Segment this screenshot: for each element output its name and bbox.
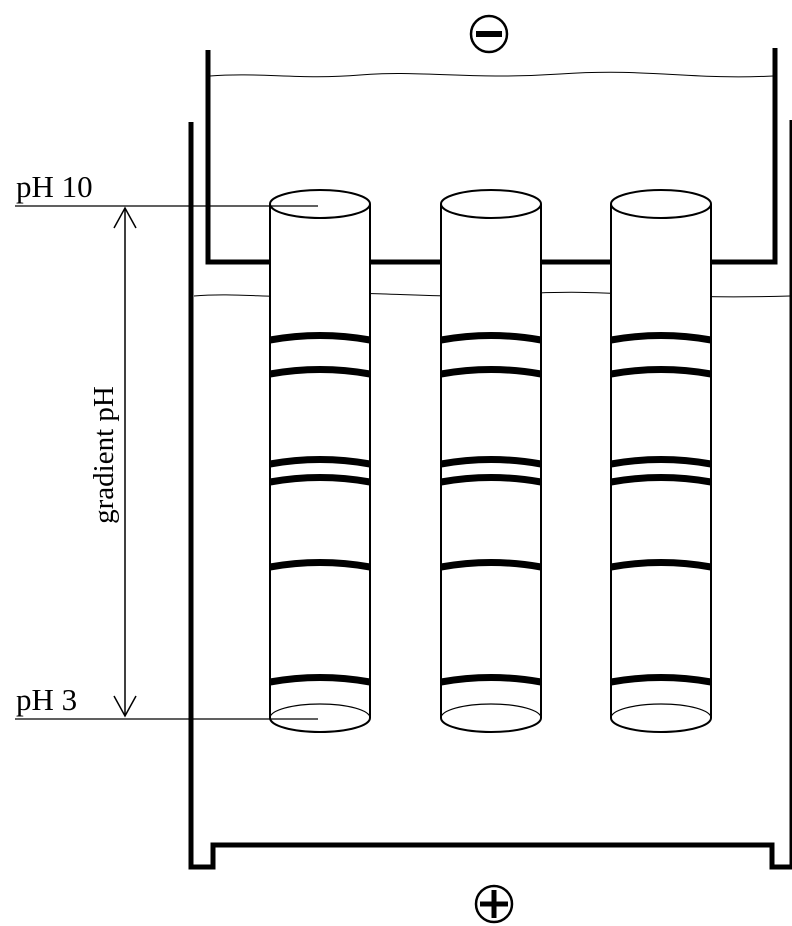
protein-band bbox=[269, 474, 371, 486]
tube-bottom-back-arc bbox=[269, 703, 371, 719]
protein-band bbox=[269, 366, 371, 378]
protein-band bbox=[440, 456, 542, 468]
tube-bottom-front-arc bbox=[440, 717, 542, 733]
gel-tube bbox=[610, 189, 712, 733]
minus-circle-icon bbox=[469, 14, 509, 54]
gel-tube bbox=[269, 189, 371, 733]
protein-band bbox=[440, 474, 542, 486]
protein-band bbox=[440, 366, 542, 378]
plus-circle-icon bbox=[474, 884, 514, 924]
ph-bottom-label: pH 3 bbox=[16, 682, 77, 717]
protein-band bbox=[610, 559, 712, 571]
gel-tube bbox=[440, 189, 542, 733]
ph-top-label: pH 10 bbox=[16, 169, 93, 204]
protein-band bbox=[440, 674, 542, 686]
gradient-ph-label: gradient pH bbox=[88, 386, 120, 524]
tube-bottom-front-arc bbox=[269, 717, 371, 733]
protein-band bbox=[269, 456, 371, 468]
tube-bottom-back-arc bbox=[440, 703, 542, 719]
protein-band bbox=[440, 332, 542, 344]
protein-band bbox=[269, 559, 371, 571]
tube-body bbox=[611, 204, 711, 732]
protein-band bbox=[610, 332, 712, 344]
protein-band bbox=[610, 674, 712, 686]
gradient-arrow bbox=[113, 206, 137, 718]
protein-band bbox=[610, 456, 712, 468]
protein-band bbox=[269, 332, 371, 344]
protein-band bbox=[610, 366, 712, 378]
gel-tubes bbox=[269, 189, 712, 733]
tube-bottom-back-arc bbox=[610, 703, 712, 719]
upper-buffer-surface bbox=[209, 71, 774, 78]
tube-top-opening bbox=[269, 189, 371, 219]
lower-buffer-tank bbox=[188, 120, 792, 870]
tube-top-opening bbox=[610, 189, 712, 219]
protein-band bbox=[269, 674, 371, 686]
tube-top-opening bbox=[440, 189, 542, 219]
protein-band bbox=[440, 559, 542, 571]
protein-band bbox=[610, 474, 712, 486]
tube-bottom-front-arc bbox=[610, 717, 712, 733]
tube-body bbox=[270, 204, 370, 732]
tube-body bbox=[441, 204, 541, 732]
